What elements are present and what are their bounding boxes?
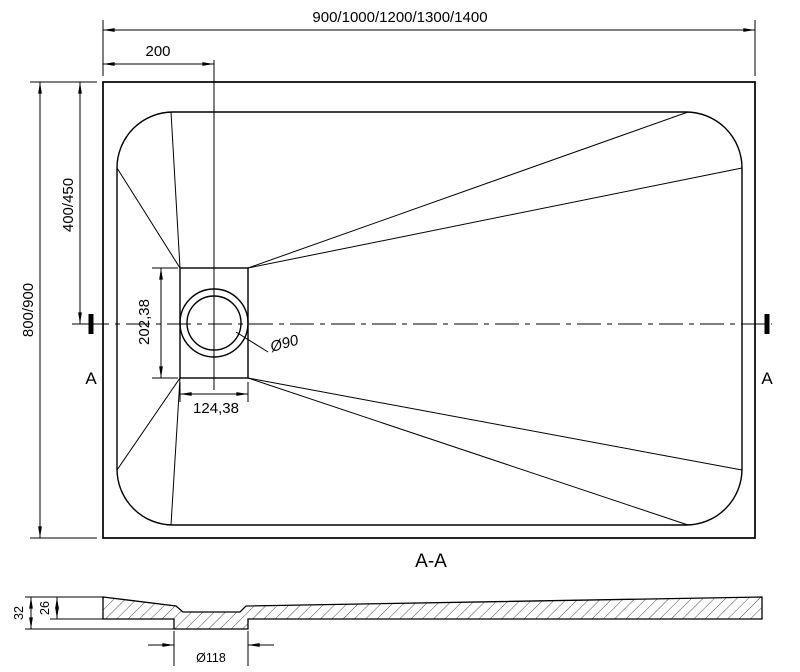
dim-overall-width-label: 900/1000/1200/1300/1400: [312, 9, 487, 26]
dim-drain-offset-label: 200: [145, 43, 170, 60]
dim-drain-width: 124,38: [179, 382, 249, 417]
top-view: A A 900/1000/1200/1300/1400 200 800/900 …: [20, 9, 773, 539]
tray-inner-outline: [116, 111, 743, 526]
section-label-right: A: [761, 369, 773, 388]
tray-outer-outline: [102, 81, 756, 539]
dim-total-thickness: 32: [12, 597, 174, 630]
dim-overall-width: 900/1000/1200/1300/1400: [102, 9, 756, 76]
section-view: A-A 26 32 Ø118: [12, 551, 763, 666]
section-cut-marks: A A: [85, 314, 773, 388]
dim-total-thickness-label: 32: [12, 606, 26, 620]
dim-drain-diameter-label: Ø90: [267, 332, 301, 357]
dim-drain-offset: 200: [103, 43, 214, 66]
dim-overall-height-label: 800/900: [20, 283, 37, 337]
dim-drain-height: 202,38: [136, 267, 178, 379]
dim-overall-height: 800/900: [20, 81, 97, 539]
dim-center-height: 400/450: [60, 82, 97, 325]
dim-edge-thickness-label: 26: [38, 601, 52, 615]
slope-lines: [116, 111, 743, 526]
dim-center-height-label: 400/450: [60, 178, 77, 232]
dim-drain-height-label: 202,38: [136, 299, 153, 345]
section-profile: [102, 596, 763, 630]
dim-drain-base-diameter: Ø118: [148, 631, 274, 666]
dim-edge-thickness: 26: [25, 596, 103, 620]
dim-drain-base-diameter-label: Ø118: [196, 651, 226, 665]
section-title: A-A: [415, 551, 447, 572]
section-label-left: A: [85, 369, 97, 388]
dim-drain-width-label: 124,38: [193, 400, 239, 417]
